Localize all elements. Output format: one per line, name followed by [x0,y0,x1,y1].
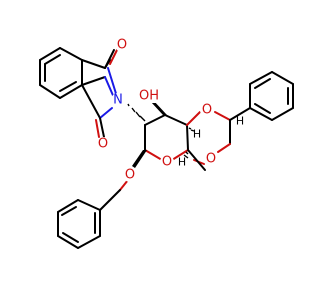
atom-carbonyl-o-top: O [115,38,129,53]
atom-hydroxyl: OH [139,88,159,104]
atom-glycosidic-o: O [123,168,137,183]
svg-text:O: O [206,152,216,167]
hashed-bond-h-lower [183,151,189,159]
svg-text:H: H [193,128,201,141]
molecule-structure: O O N OH O O O O [39,38,294,249]
svg-text:O: O [117,38,127,53]
svg-text:O: O [98,137,108,152]
svg-text:N: N [113,93,123,108]
svg-text:H: H [236,115,244,128]
atom-stereo-h-lower: H [178,156,186,169]
atom-ring-o-acetal-right: O [200,103,214,118]
atom-stereo-h-acetal: H [236,115,244,128]
svg-text:O: O [202,103,212,118]
atom-stereo-h-upper: H [193,128,201,141]
atom-imide-n: N [111,93,125,108]
hashed-bond-n [127,103,146,122]
hashed-bond-h-upper [188,127,195,132]
atom-ring-o-acetal-lower: O [204,152,218,167]
atom-labels: O O N OH O O O O [96,38,244,183]
atom-ring-o-pyranose: O [160,155,174,170]
svg-text:OH: OH [139,89,159,104]
svg-text:O: O [162,155,172,170]
atom-carbonyl-o-bottom: O [96,137,110,152]
bonds [39,47,294,249]
svg-text:H: H [178,156,186,169]
svg-text:O: O [125,168,135,183]
